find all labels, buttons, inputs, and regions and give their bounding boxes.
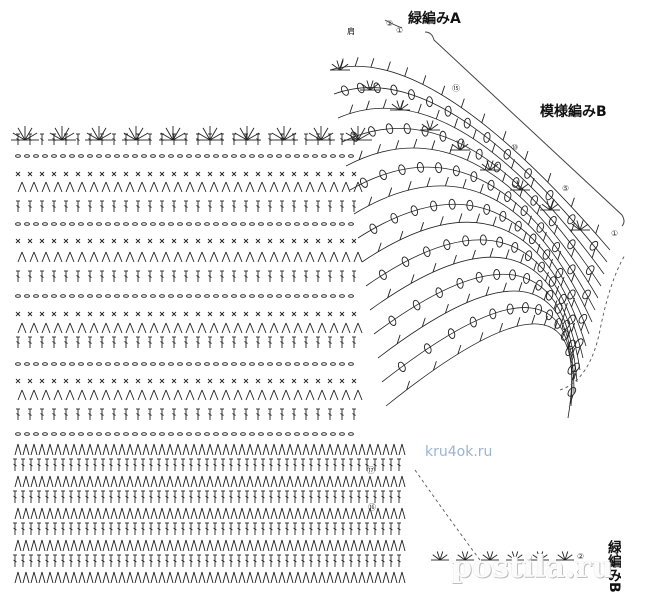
row-marker: ⑮	[452, 84, 460, 93]
row-marker: ⑩	[511, 143, 518, 152]
brand-watermark: postila.ru	[451, 550, 614, 585]
row-marker: ②	[386, 19, 393, 28]
row-marker-group: ② ① ⑮ ⑩ ⑤ ① ⑰ ⑯ ② ①	[367, 19, 618, 577]
row-marker: ⑰	[367, 466, 375, 475]
edge-pattern-b-label: 緑編みB	[607, 540, 621, 593]
row-marker: ①	[611, 229, 618, 238]
row-marker: ⑤	[562, 184, 569, 193]
shoulder-label: 肩	[347, 27, 355, 36]
pattern-b-bracket	[424, 31, 625, 227]
pattern-b-label: 模様編みB	[540, 104, 607, 120]
row-marker: ⑯	[368, 503, 376, 512]
edge-a-bracket	[384, 19, 403, 29]
row-marker: ②	[577, 552, 584, 561]
edge-pattern-a-label: 緑編みA	[408, 11, 461, 27]
site-watermark: kru4ok.ru	[425, 444, 493, 460]
row-marker: ①	[396, 26, 403, 35]
row-marker: ①	[577, 568, 584, 577]
